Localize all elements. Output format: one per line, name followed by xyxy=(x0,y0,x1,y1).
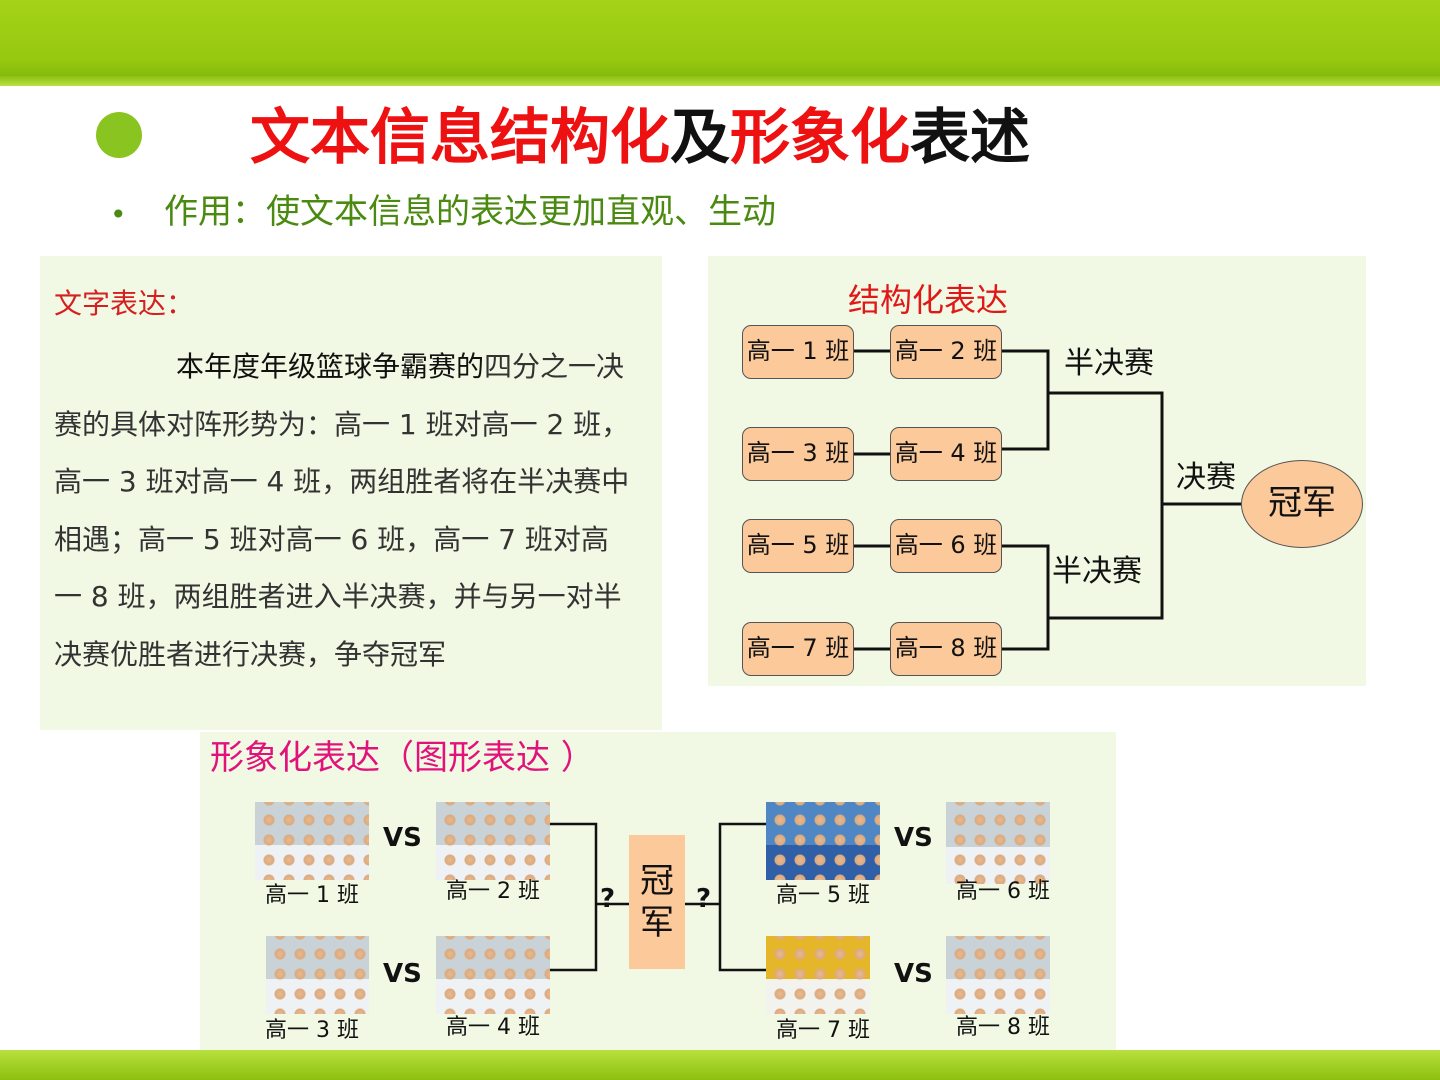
structured-expression-panel: 结构化表达 高一 1 班 高一 2 班 高一 3 班 高一 4 班 高一 5 班… xyxy=(708,256,1366,686)
champion-char-2: 军 xyxy=(640,902,674,944)
class-photo-5 xyxy=(766,802,880,880)
visual-expression-panel: 形象化表达（图形表达 ） 高一 1 班 高一 2 班 高一 3 班 高一 4 班… xyxy=(200,732,1116,1050)
champion-ellipse: 冠军 xyxy=(1241,460,1363,548)
text-body-rest: 四分之一决赛的具体对阵形势为：高一 1 班对高一 2 班，高一 3 班对高一 4… xyxy=(54,350,629,671)
class-photo-1 xyxy=(255,802,369,880)
question-mark-right: ? xyxy=(696,884,711,914)
class-photo-7 xyxy=(766,936,870,1014)
bracket-class-8: 高一 8 班 xyxy=(890,622,1002,676)
text-expression-body: 本年度年级篮球争霸赛的四分之一决赛的具体对阵形势为：高一 1 班对高一 2 班，… xyxy=(54,338,634,683)
class-photo-2 xyxy=(436,802,550,880)
text-body-lead: 本年度年级篮球争霸赛的 xyxy=(176,350,484,383)
bracket-class-6: 高一 6 班 xyxy=(890,519,1002,573)
text-expression-panel: 文字表达： 本年度年级篮球争霸赛的四分之一决赛的具体对阵形势为：高一 1 班对高… xyxy=(40,256,662,730)
subtitle: 作用：使文本信息的表达更加直观、生动 xyxy=(164,190,776,234)
slide-title: 文本信息结构化及形象化表述 xyxy=(250,98,1030,178)
class-caption-6: 高一 6 班 xyxy=(943,878,1063,906)
bracket-class-7: 高一 7 班 xyxy=(742,622,854,676)
semifinal-label-top: 半决赛 xyxy=(1064,346,1154,382)
semifinal-label-bottom: 半决赛 xyxy=(1052,554,1142,590)
top-decor-bar xyxy=(0,0,1440,86)
vs-label-1-2: VS xyxy=(383,823,422,853)
final-label: 决赛 xyxy=(1176,460,1236,496)
vs-label-7-8: VS xyxy=(894,959,933,989)
class-photo-4 xyxy=(436,936,550,1014)
bracket-class-2: 高一 2 班 xyxy=(890,325,1002,379)
class-caption-5: 高一 5 班 xyxy=(763,882,883,910)
class-photo-8 xyxy=(946,936,1050,1014)
bottom-decor-bar xyxy=(0,1050,1440,1080)
class-caption-2: 高一 2 班 xyxy=(433,878,553,906)
title-part-visual: 形象化 xyxy=(730,103,910,173)
champion-box: 冠 军 xyxy=(629,835,685,969)
class-caption-1: 高一 1 班 xyxy=(252,882,372,910)
class-caption-3: 高一 3 班 xyxy=(252,1017,372,1045)
bracket-class-1: 高一 1 班 xyxy=(742,325,854,379)
vs-label-3-4: VS xyxy=(383,959,422,989)
bracket-class-3: 高一 3 班 xyxy=(742,427,854,481)
class-photo-6 xyxy=(946,802,1050,884)
champion-char-1: 冠 xyxy=(640,860,674,902)
bracket-class-5: 高一 5 班 xyxy=(742,519,854,573)
title-part-and: 及 xyxy=(670,103,730,173)
vs-label-5-6: VS xyxy=(894,823,933,853)
title-part-structured: 文本信息结构化 xyxy=(250,103,670,173)
question-mark-left: ? xyxy=(600,884,615,914)
class-photo-3 xyxy=(266,936,369,1014)
class-caption-4: 高一 4 班 xyxy=(433,1014,553,1042)
title-bullet-dot xyxy=(96,112,142,158)
title-part-expression: 表述 xyxy=(910,103,1030,173)
class-caption-8: 高一 8 班 xyxy=(943,1014,1063,1042)
class-caption-7: 高一 7 班 xyxy=(763,1017,883,1045)
subtitle-bullet: • xyxy=(110,200,127,230)
text-expression-heading: 文字表达： xyxy=(54,286,194,322)
bracket-class-4: 高一 4 班 xyxy=(890,427,1002,481)
